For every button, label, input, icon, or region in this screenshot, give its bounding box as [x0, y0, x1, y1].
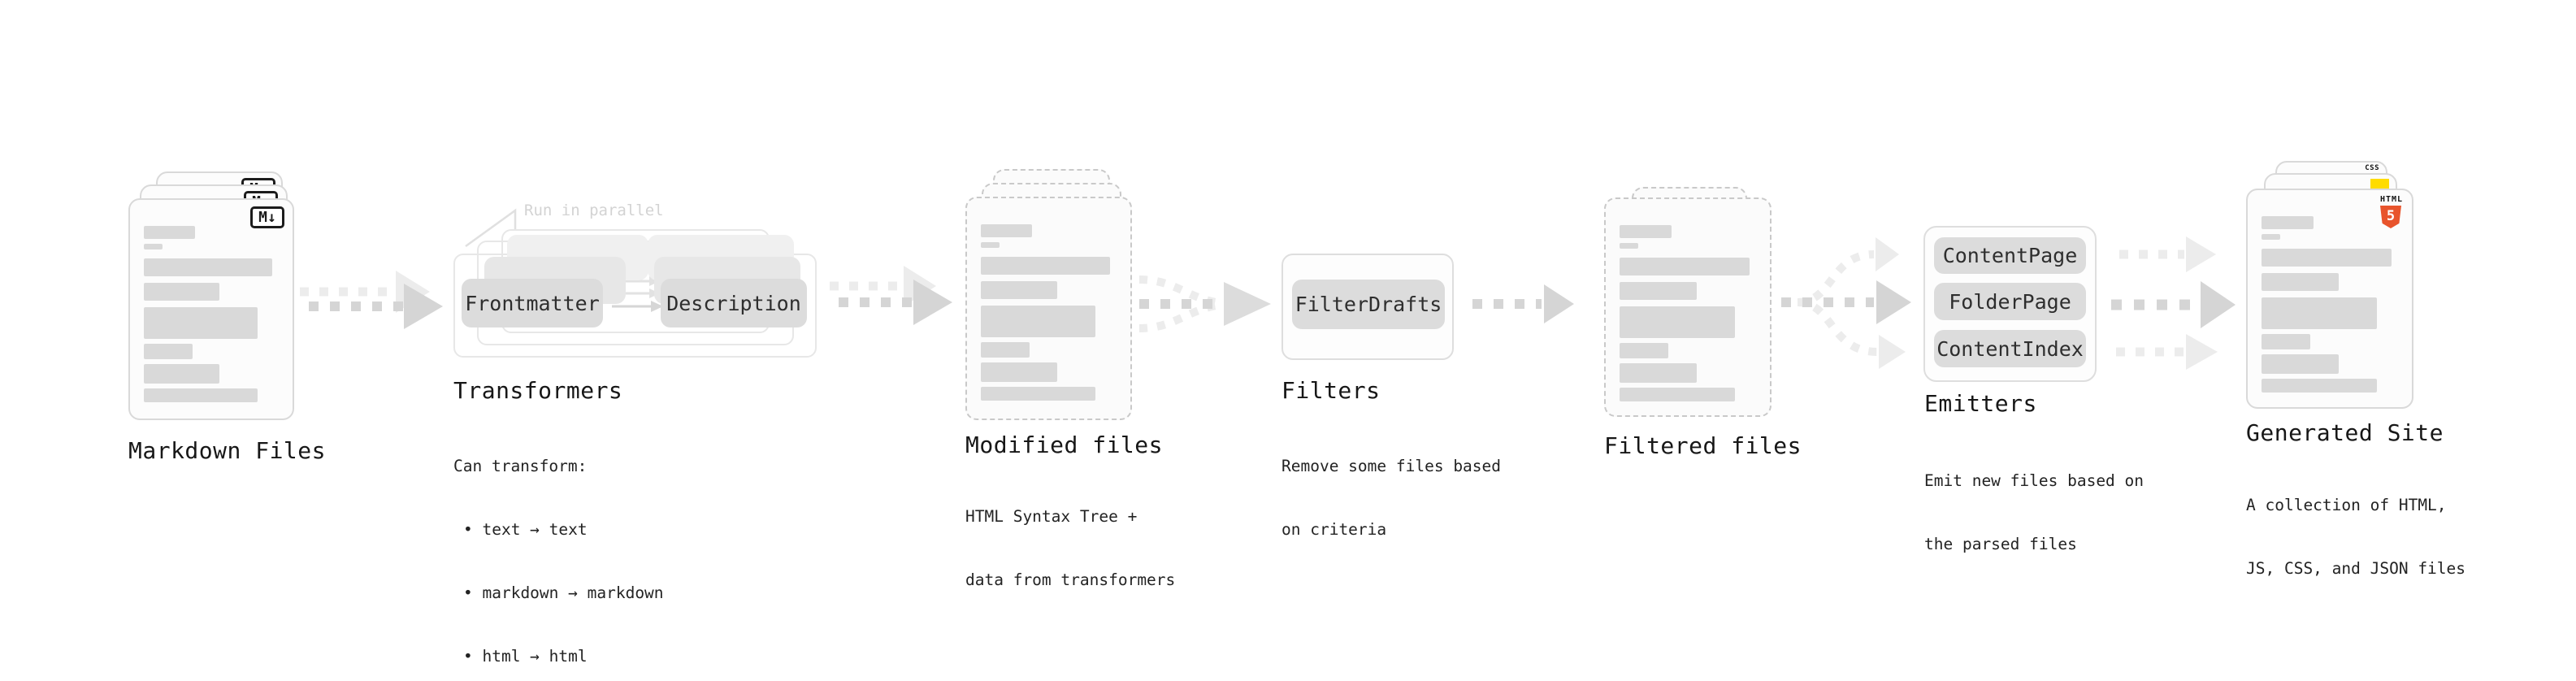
html5-icon: HTML 5: [2380, 195, 2404, 228]
text-line-bar: [981, 362, 1057, 382]
filterdrafts-pill: FilterDrafts: [1292, 280, 1445, 329]
text-line-bar: [1620, 388, 1735, 401]
modified-body-line: data from transformers: [965, 570, 1176, 589]
arrow-head: [2201, 281, 2236, 328]
doc-content-placeholder: [2262, 216, 2394, 393]
arrow-head: [913, 280, 952, 325]
text-line-bar: [981, 224, 1033, 237]
run-in-parallel-callout-line: [465, 208, 517, 248]
arrow-head: [1224, 282, 1271, 326]
filters-body-line: on criteria: [1281, 520, 1387, 539]
text-line-bar: [1620, 306, 1735, 338]
arrow-emitters-to-generated: [2111, 236, 2236, 370]
text-line-bar: [1620, 225, 1672, 238]
arrow-filtered-to-emitters: [1781, 237, 1911, 369]
arrow-head: [1879, 335, 1906, 369]
flow-arrow-head: [651, 301, 663, 312]
html5-icon-word: HTML: [2380, 195, 2404, 204]
text-line-bar: [981, 387, 1095, 401]
generated-site-label: Generated Site: [2246, 419, 2444, 446]
transformers-description: Can transform: • text → text • markdown …: [453, 414, 664, 681]
transformers-body-line: Can transform:: [453, 457, 588, 475]
description-pill: Description: [661, 279, 807, 327]
emitters-description: Emit new files based on the parsed files: [1924, 428, 2144, 597]
markdown-file-card-front: M↓: [128, 198, 294, 420]
text-line-bar: [144, 364, 220, 384]
generated-body-line: JS, CSS, and JSON files: [2246, 559, 2466, 578]
generated-site-description: A collection of HTML, JS, CSS, and JSON …: [2246, 453, 2465, 622]
filters-body-line: Remove some files based: [1281, 457, 1502, 475]
doc-content-placeholder: [1620, 225, 1752, 401]
frontmatter-pill: Frontmatter: [462, 279, 603, 327]
transformers-bullet: • markdown → markdown: [463, 583, 664, 602]
arrow-markdown-to-transformers: [300, 271, 443, 329]
arrow-head: [2186, 334, 2218, 370]
text-line-bar: [144, 307, 258, 339]
text-line-bar: [981, 242, 1000, 248]
arrow-modified-to-filters: [1138, 275, 1271, 332]
filters-description: Remove some files based on criteria: [1281, 414, 1501, 583]
javascript-icon: [2370, 179, 2389, 190]
text-line-bar: [2262, 216, 2314, 229]
text-line-bar: [1620, 343, 1669, 358]
text-line-bar: [144, 283, 220, 301]
text-line-bar: [144, 258, 272, 276]
text-line-bar: [2262, 297, 2377, 329]
text-line-bar: [144, 244, 163, 249]
markdown-icon: M↓: [250, 206, 284, 228]
text-line-bar: [2262, 273, 2339, 291]
arrow-head: [404, 284, 443, 329]
emitters-label: Emitters: [1924, 390, 2037, 417]
emitters-body-line: Emit new files based on: [1924, 471, 2144, 490]
arrow-head: [1544, 284, 1574, 323]
generated-file-card-front: HTML 5: [2246, 189, 2413, 409]
doc-content-placeholder: [981, 224, 1112, 401]
transformers-bullet: • html → html: [463, 647, 588, 666]
filters-label: Filters: [1281, 377, 1381, 404]
text-line-bar: [1620, 243, 1638, 249]
text-line-bar: [981, 342, 1030, 358]
text-line-bar: [1620, 282, 1697, 300]
markdown-files-label: Markdown Files: [128, 437, 327, 464]
text-line-bar: [2262, 354, 2339, 374]
transformers-label: Transformers: [453, 377, 623, 404]
arrow-filters-to-filtered: [1472, 284, 1574, 323]
filtered-file-card-front: [1604, 197, 1772, 417]
arrow-transformers-to-modified: [830, 266, 952, 325]
text-line-bar: [2262, 379, 2377, 393]
text-line-bar: [144, 388, 258, 402]
generated-body-line: A collection of HTML,: [2246, 496, 2447, 514]
text-line-bar: [2262, 249, 2392, 267]
text-line-bar: [981, 281, 1057, 299]
doc-content-placeholder: [144, 226, 275, 402]
fork-curve: [1797, 298, 1878, 356]
text-line-bar: [144, 226, 195, 239]
arrow-head: [2186, 236, 2216, 272]
arrow-head: [1876, 237, 1899, 271]
text-line-bar: [1620, 363, 1697, 383]
modified-files-label: Modified files: [965, 432, 1164, 458]
modified-file-card-front: [965, 197, 1132, 420]
contentindex-pill: ContentIndex: [1934, 330, 2086, 367]
folderpage-pill: FolderPage: [1934, 283, 2086, 320]
filtered-files-label: Filtered files: [1604, 432, 1802, 459]
text-line-bar: [2262, 234, 2280, 240]
text-line-bar: [144, 344, 193, 359]
modified-body-line: HTML Syntax Tree +: [965, 507, 1138, 526]
text-line-bar: [1620, 258, 1750, 275]
modified-files-description: HTML Syntax Tree + data from transformer…: [965, 464, 1175, 633]
arrow-head: [1876, 280, 1911, 324]
run-in-parallel-callout: Run in parallel: [524, 202, 664, 219]
transformers-bullet: • text → text: [463, 520, 588, 539]
text-line-bar: [2262, 334, 2311, 349]
contentpage-pill: ContentPage: [1934, 237, 2086, 274]
text-line-bar: [981, 257, 1110, 275]
text-line-bar: [981, 306, 1095, 337]
emitters-body-line: the parsed files: [1924, 535, 2077, 553]
fork-curve: [1797, 250, 1875, 306]
